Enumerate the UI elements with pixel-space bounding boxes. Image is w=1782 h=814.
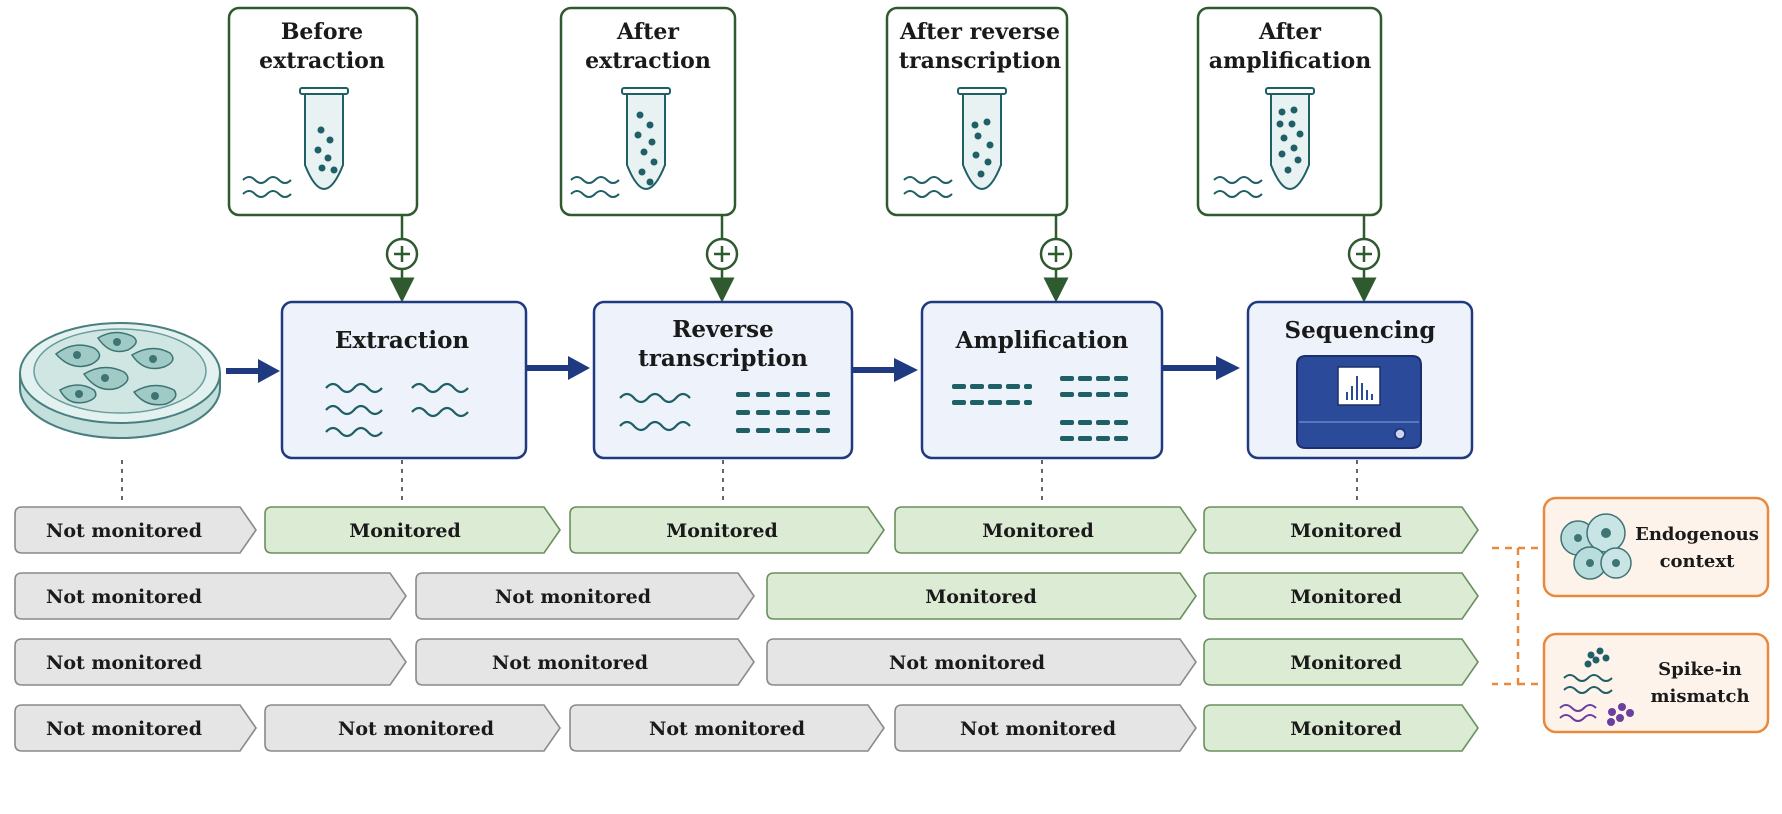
- status-label: Monitored: [349, 520, 461, 542]
- status-bar: Monitored: [894, 506, 1197, 554]
- stage-title-line2: transcription: [638, 345, 808, 372]
- status-bar: Not monitored: [415, 572, 755, 620]
- amplicon-icon: [952, 376, 1128, 441]
- cells-icon: [1560, 513, 1632, 580]
- status-bar: Monitored: [1203, 572, 1479, 620]
- stage-title: Amplification: [955, 327, 1129, 354]
- status-bar: Monitored: [1203, 638, 1479, 686]
- spike-in-label-line1: After reverse: [899, 19, 1060, 45]
- status-bar: Monitored: [1203, 506, 1479, 554]
- spike-in-label-line2: extraction: [585, 48, 711, 74]
- plus-icon: [705, 237, 739, 271]
- monitoring-row-4: Not monitored Not monitored Not monitore…: [14, 704, 1479, 752]
- status-bar: Not monitored: [14, 506, 257, 554]
- sequencer-icon: [1296, 355, 1422, 449]
- tube-icon: [957, 87, 1007, 190]
- status-label: Not monitored: [46, 586, 202, 608]
- status-label: Not monitored: [338, 718, 494, 740]
- spike-in-label-line1: After: [616, 19, 679, 45]
- spike-in-label-line2: transcription: [899, 48, 1061, 74]
- flow-arrow: [852, 358, 918, 382]
- spike-in-label-line2: extraction: [259, 48, 385, 74]
- stage-title: Reverse: [672, 316, 773, 343]
- petri-dish-icon: [19, 322, 221, 439]
- flow-arrow: [226, 359, 280, 383]
- side-box-label-line2: mismatch: [1650, 686, 1749, 707]
- spike-in-box-4: After amplification: [1196, 6, 1383, 217]
- status-bar: Not monitored: [894, 704, 1197, 752]
- rna-wave-icon: [1213, 176, 1263, 198]
- rna-strands-icon: [619, 392, 691, 432]
- stage-sequencing: Sequencing: [1246, 300, 1474, 460]
- spike-in-box-2: After extraction: [559, 6, 737, 217]
- status-label: Not monitored: [492, 652, 648, 674]
- spike-in-label-line2: amplification: [1209, 48, 1371, 74]
- status-label: Monitored: [1290, 718, 1402, 740]
- status-bar: Not monitored: [14, 704, 257, 752]
- flow-arrow: [1162, 356, 1240, 380]
- cdna-icon: [736, 392, 830, 433]
- status-bar: Monitored: [569, 506, 885, 554]
- spike-in-box-1: Before extraction: [227, 6, 419, 217]
- tube-icon: [1265, 87, 1315, 190]
- stage-title: Sequencing: [1285, 317, 1436, 344]
- tube-icon: [621, 87, 671, 190]
- spike-in-label-line1: Before: [281, 19, 363, 45]
- stage-extraction: Extraction: [280, 300, 528, 460]
- rna-strands-icon: [325, 382, 469, 438]
- rna-wave-icon: [242, 176, 292, 198]
- status-label: Not monitored: [46, 652, 202, 674]
- stage-reverse-transcription: Reverse transcription: [592, 300, 854, 460]
- side-box-label-line2: context: [1660, 551, 1736, 572]
- monitoring-row-3: Not monitored Not monitored Not monitore…: [14, 638, 1479, 686]
- status-label: Not monitored: [889, 652, 1045, 674]
- spike-in-label-line1: After: [1258, 19, 1321, 45]
- status-bar: Not monitored: [14, 572, 407, 620]
- plus-icon: [385, 237, 419, 271]
- status-bar: Not monitored: [14, 638, 407, 686]
- monitoring-row-2: Not monitored Not monitored Monitored Mo…: [14, 572, 1479, 620]
- rna-wave-icon: [570, 176, 620, 198]
- status-bar: Not monitored: [569, 704, 885, 752]
- side-bracket: [1492, 546, 1544, 686]
- status-bar: Not monitored: [766, 638, 1197, 686]
- status-label: Monitored: [1290, 586, 1402, 608]
- drop-lines: [121, 460, 1358, 502]
- status-bar: Not monitored: [264, 704, 561, 752]
- tube-icon: [299, 87, 349, 190]
- side-box-label: Spike-in: [1658, 659, 1742, 680]
- status-label: Not monitored: [46, 718, 202, 740]
- stage-title: Extraction: [335, 327, 470, 354]
- status-bar: Not monitored: [415, 638, 755, 686]
- spike-in-mismatch-box: Spike-in mismatch: [1542, 632, 1770, 734]
- status-label: Not monitored: [649, 718, 805, 740]
- status-label: Not monitored: [495, 586, 651, 608]
- status-label: Monitored: [666, 520, 778, 542]
- plus-icon: [1039, 237, 1073, 271]
- status-label: Not monitored: [960, 718, 1116, 740]
- side-box-label: Endogenous: [1635, 524, 1759, 545]
- status-label: Monitored: [1290, 652, 1402, 674]
- flow-arrow: [527, 356, 590, 380]
- status-bar: Monitored: [264, 506, 561, 554]
- status-bar: Monitored: [766, 572, 1197, 620]
- monitoring-row-1: Not monitored Monitored Monitored Monito…: [14, 506, 1479, 554]
- plus-icon: [1347, 237, 1381, 271]
- status-label: Monitored: [925, 586, 1037, 608]
- status-label: Monitored: [982, 520, 1094, 542]
- spike-in-box-3: After reverse transcription: [885, 6, 1069, 217]
- mismatch-icon: [1559, 647, 1634, 726]
- endogenous-context-box: Endogenous context: [1542, 496, 1770, 598]
- stage-amplification: Amplification: [920, 300, 1164, 460]
- status-label: Not monitored: [46, 520, 202, 542]
- status-label: Monitored: [1290, 520, 1402, 542]
- status-bar: Monitored: [1203, 704, 1479, 752]
- rna-wave-icon: [903, 176, 953, 198]
